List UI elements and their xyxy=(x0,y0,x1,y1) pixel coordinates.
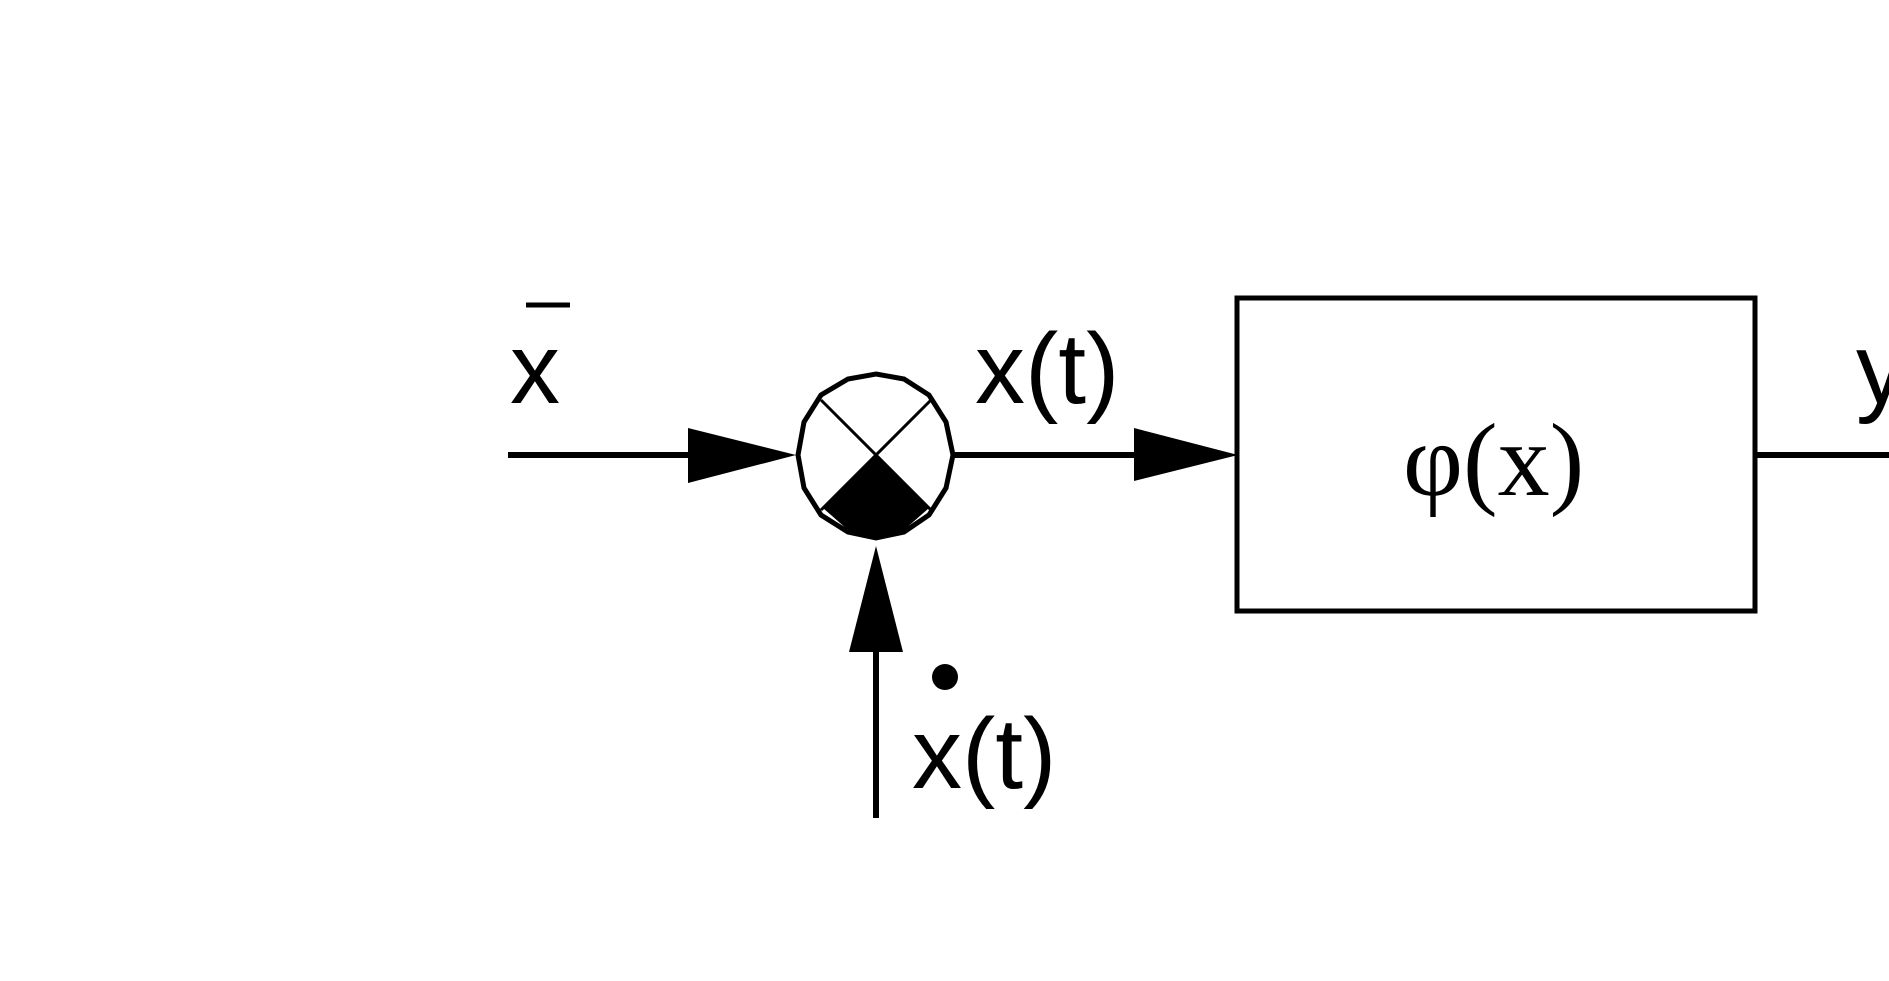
fluctuation-dot-mark xyxy=(932,664,958,690)
fluctuation-arrowhead xyxy=(849,546,903,652)
sum-output-arrowhead xyxy=(1134,428,1238,481)
summing-junction xyxy=(795,371,956,541)
nonlinear-block: φ(x) xyxy=(1234,295,1758,614)
sum-output-signal: x(t) xyxy=(953,313,1238,481)
fluctuation-signal: x(t) xyxy=(849,546,1056,818)
output-signal: y xyxy=(1755,313,1889,458)
output-label: y xyxy=(1856,313,1889,425)
nonlinear-block-label: φ(x) xyxy=(1403,403,1584,518)
input-signal: x xyxy=(508,302,796,483)
fluctuation-label: x(t) xyxy=(912,698,1056,810)
input-label: x xyxy=(510,313,560,425)
input-arrowhead xyxy=(688,428,796,483)
summing-junction-cross-b xyxy=(819,398,933,512)
sum-output-label: x(t) xyxy=(975,313,1119,425)
summing-junction-filled-sector xyxy=(823,455,929,536)
